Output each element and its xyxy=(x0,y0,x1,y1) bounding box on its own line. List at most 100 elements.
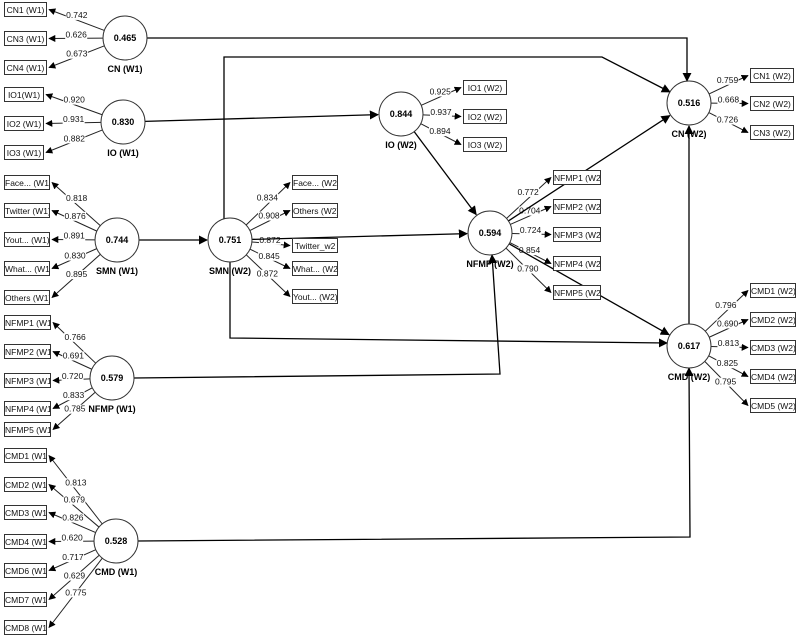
loading-label-bg xyxy=(516,264,539,274)
loading-label-bg xyxy=(717,339,740,349)
construct-circle-io_w1 xyxy=(100,99,146,145)
indicator-box-cn2w2[interactable]: CN2 (W2) xyxy=(750,96,794,111)
loading-value-twitw1: 0.876 xyxy=(64,211,86,221)
indicator-box-facew1[interactable]: Face... (W1) xyxy=(4,175,50,190)
indicator-box-cmd4w1[interactable]: CMD4 (W1) xyxy=(4,534,47,549)
indicator-box-cn1w1[interactable]: CN1 (W1) xyxy=(4,2,47,17)
indicator-box-cmd5w2[interactable]: CMD5 (W2) xyxy=(750,398,796,413)
indicator-box-cmd6w1[interactable]: CMD6 (W1) xyxy=(4,563,47,578)
indicator-box-nf5w1[interactable]: NFMP5 (W1) xyxy=(4,422,51,437)
loading-value-cn4w1: 0.673 xyxy=(66,49,88,59)
indicator-box-cmd2w1[interactable]: CMD2 (W1) xyxy=(4,477,47,492)
indicator-box-io3w2[interactable]: IO3 (W2) xyxy=(463,137,507,152)
indicator-box-cn1w2[interactable]: CN1 (W2) xyxy=(750,68,794,83)
construct-value-cmd_w1: 0.528 xyxy=(105,536,128,546)
loading-label-bg xyxy=(716,75,739,85)
loading-arrow-cmd3w1 xyxy=(48,511,96,534)
path-arrow-smn_w2-to-nfmp_w2 xyxy=(251,229,468,241)
loading-value-cmd5w2: 0.795 xyxy=(715,377,737,387)
construct-label-smn_w1: SMN (W1) xyxy=(96,266,138,276)
construct-value-io_w2: 0.844 xyxy=(390,109,413,119)
loading-value-youtw2: 0.872 xyxy=(257,269,279,279)
indicator-box-nf5w2[interactable]: NFMP5 (W2) xyxy=(553,285,601,300)
construct-circle-nfmp_w2 xyxy=(467,210,513,256)
indicator-box-nf2w1[interactable]: NFMP2 (W1) xyxy=(4,344,51,359)
construct-value-cmd_w2: 0.617 xyxy=(678,341,701,351)
path-arrow-nfmp_w2-to-cn_w2 xyxy=(508,115,671,222)
loading-value-cmd4w1: 0.620 xyxy=(62,532,84,542)
indicator-box-io1w1[interactable]: IO1(W1) xyxy=(4,87,44,102)
indicator-box-io2w2[interactable]: IO2 (W2) xyxy=(463,109,507,124)
indicator-box-io3w1[interactable]: IO3 (W1) xyxy=(4,145,44,160)
indicator-box-othw2[interactable]: Others (W2) xyxy=(292,203,338,218)
indicator-box-facew2[interactable]: Face... (W2) xyxy=(292,175,338,190)
indicator-box-youtw2[interactable]: Yout... (W2) xyxy=(292,289,338,304)
indicator-box-cmd3w1[interactable]: CMD3 (W1) xyxy=(4,505,47,520)
loading-label-bg xyxy=(428,127,451,137)
path-arrow-io_w1-to-io_w2 xyxy=(144,110,379,123)
loading-label-bg xyxy=(64,588,87,598)
construct-value-nfmp_w2: 0.594 xyxy=(479,228,502,238)
loading-label-bg xyxy=(63,231,86,241)
indicator-box-twitw1[interactable]: Twitter (W1) xyxy=(4,203,50,218)
loading-label-bg xyxy=(61,513,84,523)
indicator-box-cmd8w1[interactable]: CMD8 (W1) xyxy=(4,620,47,635)
indicator-box-cn3w2[interactable]: CN3 (W2) xyxy=(750,125,794,140)
loading-value-nf2w1: 0.691 xyxy=(63,350,85,360)
indicator-box-io2w1[interactable]: IO2 (W1) xyxy=(4,116,44,131)
indicator-box-nf4w1[interactable]: NFMP4 (W1) xyxy=(4,401,51,416)
indicator-box-nf3w2[interactable]: NFMP3 (W2) xyxy=(553,227,601,242)
indicator-box-cmd3w2[interactable]: CMD3 (W2) xyxy=(750,340,796,355)
indicator-box-nf1w1[interactable]: NFMP1 (W1) xyxy=(4,315,51,330)
indicator-box-othw1[interactable]: Others (W1) xyxy=(4,290,50,305)
path-arrow-smn_w2-to-cmd_w2 xyxy=(229,262,668,348)
loading-label-bg xyxy=(65,30,88,40)
loading-value-cmd7w1: 0.629 xyxy=(64,571,86,581)
indicator-box-nf2w2[interactable]: NFMP2 (W2) xyxy=(553,199,601,214)
path-arrow-cmd_w1-to-cmd_w2 xyxy=(137,367,694,542)
loading-label-bg xyxy=(429,87,452,97)
loading-value-cmd6w1: 0.717 xyxy=(62,552,84,562)
loading-value-youtw1: 0.891 xyxy=(64,231,86,241)
indicator-box-whatw1[interactable]: What... (W1) xyxy=(4,261,50,276)
path-arrow-smn_w2-to-cn_w2 xyxy=(223,56,671,219)
loading-value-nf3w1: 0.720 xyxy=(62,371,84,381)
loading-arrow-nf1w2 xyxy=(506,177,552,219)
indicator-box-cmd2w2[interactable]: CMD2 (W2) xyxy=(750,312,796,327)
indicator-box-cmd7w1[interactable]: CMD7 (W1) xyxy=(4,592,47,607)
construct-circle-smn_w1 xyxy=(94,217,140,263)
indicator-box-cmd1w2[interactable]: CMD1 (W2) xyxy=(750,283,796,298)
loading-label-bg xyxy=(64,332,87,342)
indicator-box-cn4w1[interactable]: CN4 (W1) xyxy=(4,60,47,75)
construct-value-smn_w2: 0.751 xyxy=(219,235,242,245)
loading-value-nf4w2: 0.854 xyxy=(519,245,541,255)
construct-value-cn_w2: 0.516 xyxy=(678,98,701,108)
loading-label-bg xyxy=(519,226,542,236)
construct-circle-smn_w2 xyxy=(207,217,253,263)
indicator-box-cmd4w2[interactable]: CMD4 (W2) xyxy=(750,369,796,384)
loading-arrow-io1w1 xyxy=(45,93,103,116)
loading-label-bg xyxy=(518,246,541,256)
indicator-box-io1w2[interactable]: IO1 (W2) xyxy=(463,80,507,95)
loading-label-bg xyxy=(258,251,281,261)
indicator-box-nf4w2[interactable]: NFMP4 (W2) xyxy=(553,256,601,271)
loading-arrow-twitw1 xyxy=(51,209,98,232)
indicator-box-cn3w1[interactable]: CN3 (W1) xyxy=(4,31,47,46)
loading-value-whatw2: 0.845 xyxy=(258,251,280,261)
loading-value-cmd1w1: 0.813 xyxy=(65,477,87,487)
loading-arrow-othw2 xyxy=(249,210,291,231)
construct-value-cn_w1: 0.465 xyxy=(114,33,137,43)
indicator-box-nf1w2[interactable]: NFMP1 (W2) xyxy=(553,170,601,185)
loading-label-bg xyxy=(65,270,88,280)
indicator-box-whatw2[interactable]: What... (W2) xyxy=(292,261,338,276)
indicator-box-twitw2[interactable]: Twitter_w2 xyxy=(292,238,338,253)
loading-label-bg xyxy=(61,533,84,543)
indicator-box-youtw1[interactable]: Yout... (W1) xyxy=(4,232,50,247)
indicator-box-nf3w1[interactable]: NFMP3 (W1) xyxy=(4,373,51,388)
loading-value-nf2w2: 0.704 xyxy=(519,206,541,216)
path-arrow-nfmp_w1-to-nfmp_w2 xyxy=(133,254,501,379)
indicator-box-cmd1w1[interactable]: CMD1 (W1) xyxy=(4,448,47,463)
loading-value-nf1w2: 0.772 xyxy=(517,187,539,197)
loading-value-cmd1w2: 0.796 xyxy=(715,300,737,310)
